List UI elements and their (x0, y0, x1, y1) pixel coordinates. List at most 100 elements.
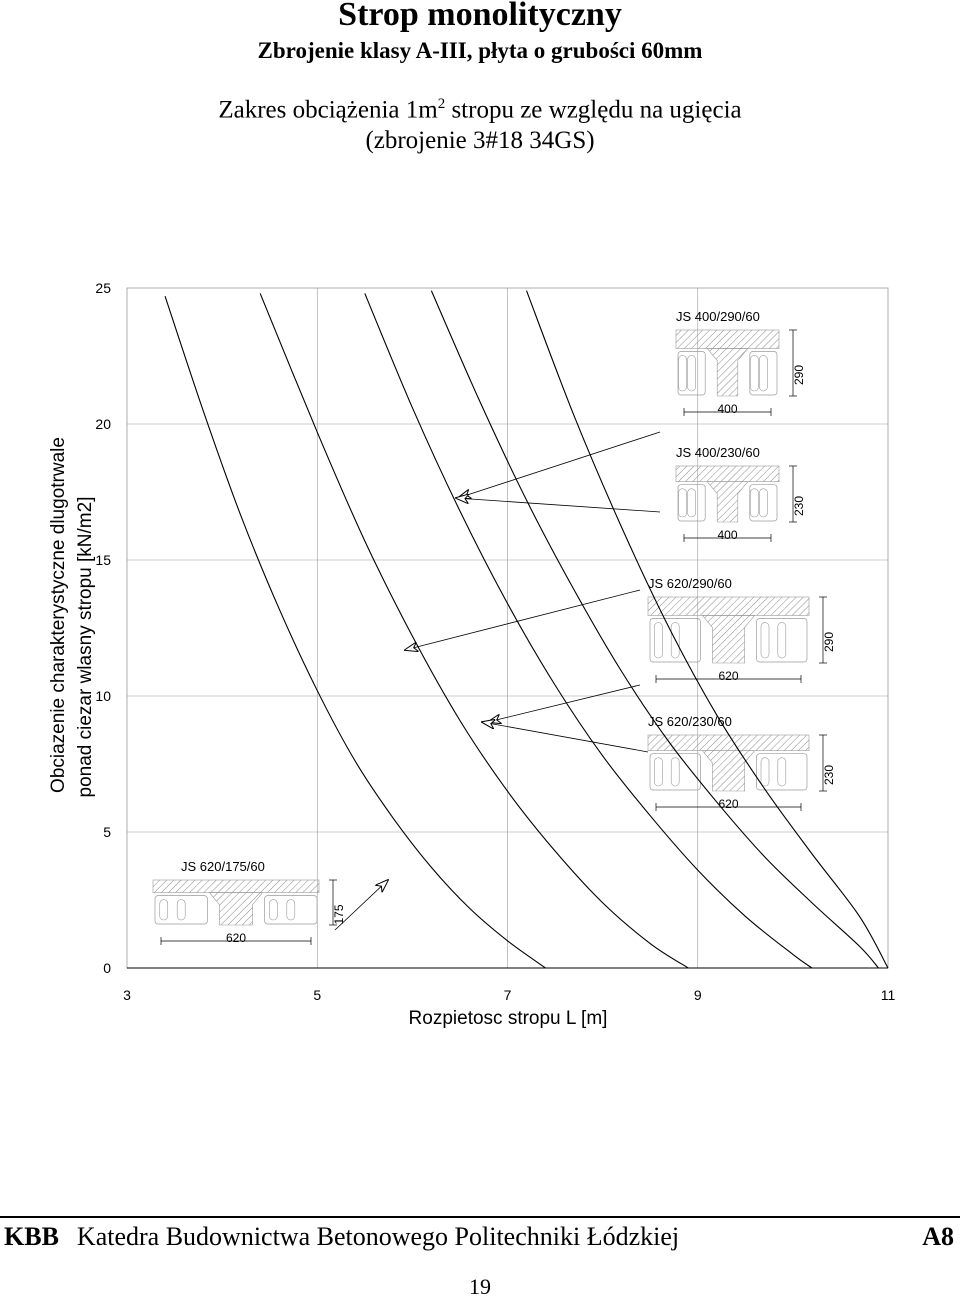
y-axis-label-line1: Obciazenie charakterystyczne dlugotrwale (48, 437, 69, 793)
footer-institution: KBB Katedra Budownictwa Betonowego Polite… (4, 1222, 679, 1252)
leader-arrow (482, 722, 649, 753)
footer-institution-name: Katedra Budownictwa Betonowego Politechn… (76, 1222, 680, 1251)
x-tick-label: 9 (694, 987, 702, 1003)
block-cavity (760, 622, 770, 659)
chart-axes: 3 5 7 9 11 0 5 10 15 20 25 (95, 280, 895, 1003)
height-dimension-label: 290 (822, 632, 836, 652)
block-cavity (687, 355, 696, 392)
hollow-block (677, 351, 706, 396)
y-tick-label: 5 (103, 824, 111, 840)
y-tick-label: 20 (95, 416, 111, 432)
hollow-block (649, 618, 701, 663)
block-cavity (759, 355, 768, 392)
section-inset-3: JS 620/290/60 620 290 (647, 576, 836, 683)
block-cavity (176, 899, 186, 921)
hollow-block (154, 895, 208, 925)
width-dimension-label: 400 (717, 402, 737, 416)
y-axis-label-line2: ponad ciezar wlasny stropu [kN/m2] (75, 497, 96, 798)
page-number: 19 (469, 1274, 491, 1299)
x-axis-label: Rozpietosc stropu L [m] (409, 1008, 608, 1029)
section-inset-2: JS 400/230/60 400 230 (675, 445, 806, 542)
block-cavity (760, 757, 770, 787)
x-tick-label: 11 (881, 987, 896, 1003)
width-dimension-label: 620 (718, 669, 738, 683)
section-inset-1: JS 400/290/60 400 290 (675, 309, 806, 416)
block-cavity (159, 899, 169, 921)
footer-abbreviation: KBB (4, 1222, 59, 1251)
height-dimension-label: 230 (792, 496, 806, 516)
hollow-block (749, 484, 778, 522)
section-inset-5: JS 620/175/60 620 175 (152, 859, 346, 945)
footer-code: A8 (922, 1222, 954, 1251)
footer-rule (0, 1216, 960, 1218)
load-range-heading-superscript: 2 (437, 96, 446, 112)
block-cavity (670, 757, 680, 787)
leader-arrow (488, 684, 641, 722)
section-rib (706, 481, 749, 523)
section-rib (706, 348, 749, 397)
reinforcement-note: (zbrojenie 3#18 34GS) (365, 127, 595, 154)
section-title: JS 620/175/60 (181, 859, 265, 874)
block-cavity (759, 488, 768, 518)
hollow-block (264, 895, 318, 925)
load-range-heading-part1: Zakres obciążenia 1m (218, 96, 438, 124)
block-cavity (750, 355, 759, 392)
width-dimension-label: 620 (226, 931, 246, 945)
section-title: JS 620/230/60 (648, 714, 732, 729)
section-title: JS 620/290/60 (648, 576, 732, 591)
leader-arrow (405, 589, 641, 650)
series-line-4 (430, 290, 879, 969)
section-slab (152, 879, 320, 893)
y-tick-label: 15 (95, 552, 111, 568)
block-cavity (687, 488, 696, 518)
series-line-3 (364, 293, 813, 969)
height-dimension-label: 175 (332, 904, 346, 924)
block-cavity (777, 757, 787, 787)
page-title: Strop monolityczny (338, 0, 622, 33)
block-cavity (286, 899, 296, 921)
series-line-5 (526, 290, 889, 969)
leader-arrows (334, 431, 661, 931)
block-cavity (750, 488, 759, 518)
section-slab (675, 465, 780, 482)
series-line-1 (164, 295, 546, 969)
section-slab (647, 734, 810, 751)
section-rib (208, 892, 264, 926)
block-cavity (777, 622, 787, 659)
block-cavity (269, 899, 278, 921)
y-tick-label: 10 (95, 688, 111, 704)
section-rib (701, 750, 756, 792)
hollow-block (649, 753, 701, 791)
block-cavity (670, 622, 680, 659)
section-slab (675, 329, 780, 349)
section-inset-4: JS 620/230/60 620 230 (647, 714, 836, 811)
y-tick-label: 25 (95, 280, 111, 296)
load-range-heading-part2: stropu ze względu na ugięcia (445, 96, 742, 124)
section-rib (701, 615, 756, 664)
chart-series (164, 290, 889, 969)
leader-arrow (458, 431, 661, 498)
hollow-block (677, 484, 706, 522)
height-dimension-label: 230 (822, 765, 836, 785)
hollow-block (756, 618, 808, 663)
width-dimension-label: 620 (718, 797, 738, 811)
block-cavity (654, 622, 663, 659)
section-title: JS 400/230/60 (676, 445, 760, 460)
x-tick-label: 5 (313, 987, 321, 1003)
block-cavity (678, 488, 687, 518)
leader-arrow (334, 880, 388, 931)
x-tick-label: 3 (123, 987, 131, 1003)
page-subtitle: Zbrojenie klasy A-III, płyta o grubości … (257, 38, 703, 63)
x-tick-label: 7 (504, 987, 512, 1003)
block-cavity (654, 757, 663, 787)
height-dimension-label: 290 (792, 365, 806, 385)
width-dimension-label: 400 (717, 528, 737, 542)
block-cavity (678, 355, 687, 392)
hollow-block (749, 351, 778, 396)
section-title: JS 400/290/60 (676, 309, 760, 324)
y-tick-label: 0 (103, 960, 111, 976)
series-line-2 (259, 293, 689, 969)
leader-arrow (456, 498, 661, 513)
